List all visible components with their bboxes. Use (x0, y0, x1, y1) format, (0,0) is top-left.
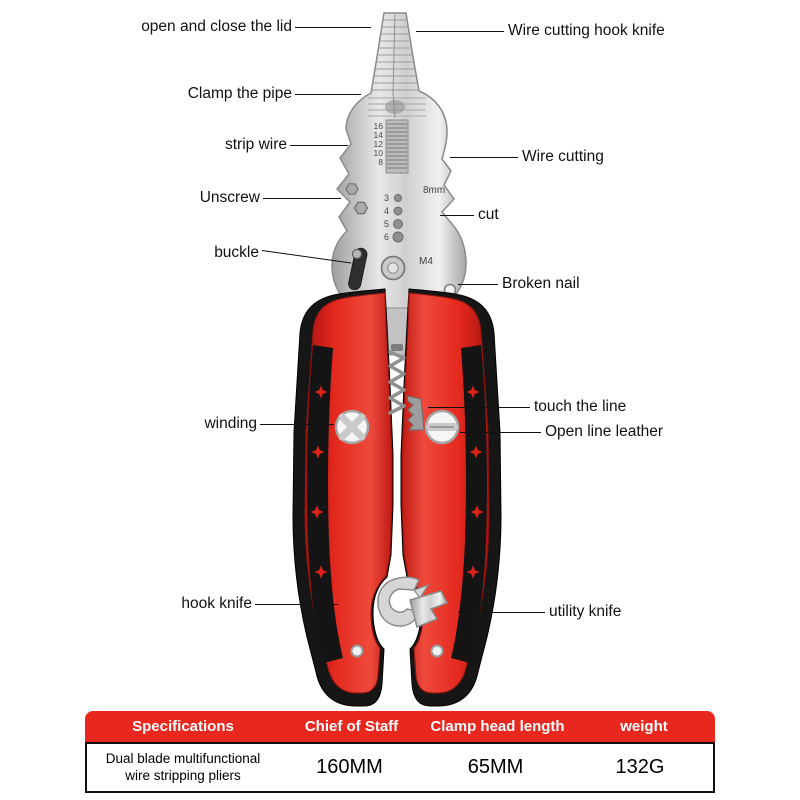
leader-unscrew (263, 198, 341, 199)
pipe-clamp-notch (385, 100, 405, 114)
leader-open-close-lid (295, 27, 371, 28)
strip-wire-section (385, 119, 409, 174)
hook-knife-blade (377, 576, 421, 627)
left-handle-rivet (350, 644, 364, 658)
label-wire-cutting-hook-knife: Wire cutting hook knife (508, 22, 665, 39)
svg-text:4: 4 (384, 206, 389, 216)
leader-clamp-pipe (295, 94, 361, 95)
label-buckle: buckle (214, 244, 259, 261)
hex-unscrew-cutouts (345, 183, 369, 215)
label-wire-cutting: Wire cutting (522, 148, 604, 165)
bolt-cutter-holes (392, 194, 404, 243)
label-broken-nail: Broken nail (502, 275, 580, 292)
svg-text:5: 5 (384, 219, 389, 229)
bolt-size-markings: 3 4 5 6 (384, 193, 389, 242)
label-clamp-pipe: Clamp the pipe (187, 85, 292, 102)
label-unscrew: Unscrew (199, 189, 260, 206)
spec-overall-length-value: 160MM (316, 756, 383, 778)
label-open-close-lid: open and close the lid (141, 18, 292, 35)
leader-hook-knife (255, 604, 338, 605)
gauge-10: 10 (374, 148, 384, 158)
wire-gauge-markings: 16 14 12 10 8 (374, 121, 384, 167)
open-line-leather-hole (424, 409, 460, 445)
blade-width-marking: 8mm (423, 185, 445, 196)
utility-knife-blade (409, 590, 449, 629)
spec-table-header-row: Specifications Chief of Staff Clamp head… (85, 711, 715, 742)
spec-header-specifications: Specifications (132, 718, 234, 735)
left-handle (293, 289, 393, 706)
label-open-line-leather: Open line leather (545, 423, 664, 440)
svg-text:6: 6 (384, 232, 389, 242)
label-utility-knife: utility knife (549, 603, 622, 620)
leader-open-line-leather (460, 432, 541, 433)
leader-touch-the-line (428, 407, 530, 408)
line-touch-ratchet (406, 395, 425, 431)
spec-table-value-row: Dual blade multifunctional wire strippin… (85, 742, 715, 793)
gauge-8: 8 (378, 157, 383, 167)
spec-header-weight: weight (620, 718, 668, 735)
gauge-16: 16 (374, 121, 384, 131)
pliers-head: 16 14 12 10 8 8mm 3 4 5 6 M4 (331, 12, 467, 314)
label-touch-the-line: touch the line (534, 398, 627, 415)
label-winding: winding (204, 415, 257, 432)
gauge-14: 14 (374, 130, 384, 140)
hook-knife-tip (413, 583, 430, 600)
leader-broken-nail (458, 284, 498, 285)
label-strip-wire: strip wire (224, 136, 287, 153)
leader-wire-cutting-hook-knife (416, 31, 504, 32)
right-handle (401, 289, 501, 706)
label-cut: cut (478, 206, 499, 223)
svg-text:3: 3 (384, 193, 389, 203)
spec-weight-value: 132G (615, 756, 665, 778)
gauge-12: 12 (374, 139, 384, 149)
spec-table: Specifications Chief of Staff Clamp head… (85, 711, 715, 793)
leader-utility-knife (458, 612, 545, 613)
pivot-screw-center (387, 262, 399, 274)
label-hook-knife: hook knife (181, 595, 252, 612)
spec-header-clamp-head-length: Clamp head length (430, 718, 565, 735)
spec-clamp-head-length-value: 65MM (467, 756, 524, 778)
leader-cut (440, 215, 474, 216)
leader-wire-cutting (450, 157, 518, 158)
winding-hole (334, 409, 370, 445)
right-handle-rivet (430, 644, 444, 658)
screw-size-marking: M4 (419, 256, 433, 267)
leader-strip-wire (290, 145, 348, 146)
spec-header-overall-length: Chief of Staff (304, 718, 399, 735)
spec-product-name: Dual blade multifunctional wire strippin… (105, 751, 261, 783)
return-spring (388, 344, 406, 415)
leader-winding (260, 424, 334, 425)
